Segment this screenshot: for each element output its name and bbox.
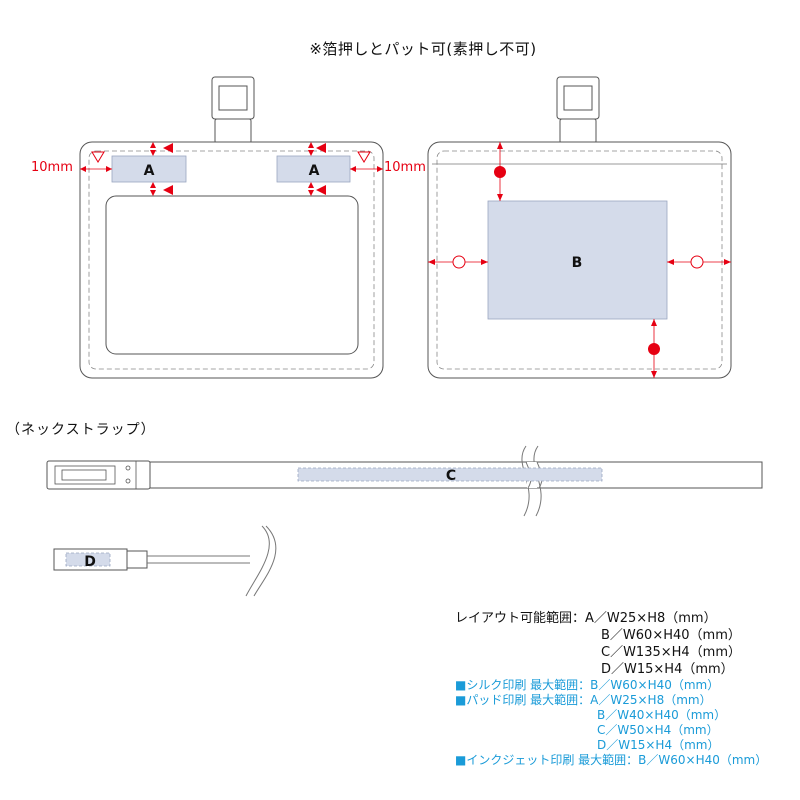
spec-line-d: D／W15×H4（mm） <box>601 662 734 677</box>
print-area-c <box>297 467 603 482</box>
spec-row-a: レイアウト可能範囲：A／W25×H8（mm） <box>455 610 767 627</box>
strap-end: D <box>53 525 277 597</box>
silk-print-range: ■シルク印刷 最大範囲：B／W60×H40（mm） <box>455 678 720 692</box>
holder-front: A A <box>79 76 384 379</box>
print-area-d <box>65 552 111 567</box>
clip-base-back <box>559 118 597 144</box>
triangle-mark-left <box>91 151 105 163</box>
dimension-right-label: 10mm <box>384 160 426 175</box>
inkjet-print-range: ■インクジェット印刷 最大範囲：B／W60×H40（mm） <box>455 753 768 767</box>
holder-back: B <box>427 76 732 379</box>
strap-end-curve-1 <box>245 525 270 597</box>
area-label-a-right: A <box>309 163 320 179</box>
pad-line-b: B／W40×H40（mm） <box>597 708 727 722</box>
clip-window <box>218 85 248 111</box>
pad-line-a: A／W25×H8（mm） <box>590 693 712 707</box>
pad-print-heading: ■パッド印刷 最大範囲： <box>455 693 591 707</box>
holder-front-stitch <box>88 150 375 370</box>
spec-line-a: A／W25×H8（mm） <box>585 611 717 626</box>
triangle-mark-right <box>357 151 371 163</box>
spec-line-b: B／W60×H40（mm） <box>601 628 741 643</box>
card-window <box>105 195 359 355</box>
strap-end-curve-2 <box>253 525 277 597</box>
spec-block: レイアウト可能範囲：A／W25×H8（mm） B／W60×H40（mm） C／W… <box>455 610 767 768</box>
area-label-a-left: A <box>144 163 155 179</box>
neck-strap: C <box>46 445 763 517</box>
area-label-d: D <box>84 554 96 570</box>
clip-base <box>214 118 252 144</box>
pad-print-row-a: ■パッド印刷 最大範囲：A／W25×H8（mm） <box>455 693 767 708</box>
page-title: ※箔押しとパット可(素押し不可) <box>309 40 537 58</box>
pad-line-c: C／W50×H4（mm） <box>597 723 719 737</box>
pad-line-d: D／W15×H4（mm） <box>597 738 720 752</box>
neck-strap-label: （ネックストラップ） <box>6 422 156 438</box>
spec-line-c: C／W135×H4（mm） <box>601 645 742 660</box>
holder-back-stitch <box>436 150 723 370</box>
spacing-marks-a-left <box>150 142 173 196</box>
dim-dot-top <box>494 166 506 178</box>
dim-circle-left <box>452 255 466 269</box>
clip-window-back <box>563 85 593 111</box>
dim-dot-bottom <box>648 343 660 355</box>
spacing-marks-a-right <box>308 142 326 196</box>
print-area-a-right <box>276 155 351 183</box>
dim-circle-right <box>690 255 704 269</box>
area-label-c: C <box>446 468 456 484</box>
dimension-left-label: 10mm <box>31 160 73 175</box>
area-label-b: B <box>572 255 583 271</box>
print-area-b <box>487 200 668 320</box>
spec-heading: レイアウト可能範囲： <box>455 611 586 626</box>
